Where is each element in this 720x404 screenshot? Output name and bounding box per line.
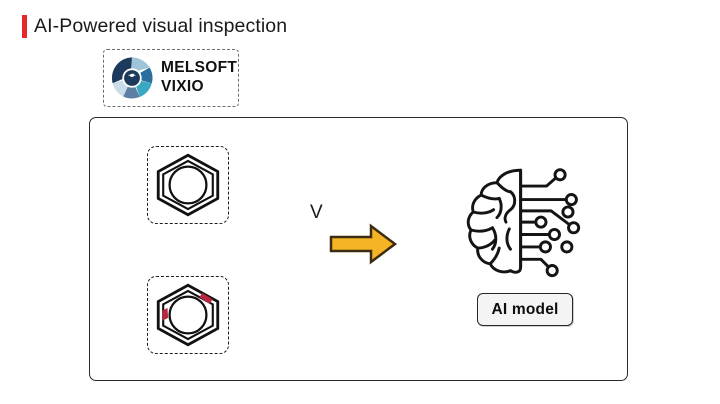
melsoft-vixio-logo-badge: MELSOFT VIXIO [103,49,239,107]
right-arrow-icon [329,223,397,265]
v-marker-label: V [310,202,323,223]
aperture-eye-icon [111,57,153,99]
hex-nut-icon [156,153,220,217]
ai-brain-circuit-icon [466,168,581,278]
defect-mark-left [162,307,169,321]
page-title: AI-Powered visual inspection [34,15,288,37]
sample-tile-good [147,146,229,224]
title-accent-bar [22,15,27,38]
hex-nut-defect-icon [156,283,220,347]
logo-line-2: VIXIO [161,78,204,95]
ai-model-label: AI model [491,300,559,318]
defect-mark-upper-right [199,293,213,304]
logo-line-1: MELSOFT [161,59,238,77]
sample-tile-defective [147,276,229,354]
logo-wordmark: MELSOFT VIXIO [161,59,237,97]
ai-model-chip: AI model [477,293,573,326]
page-title-row: AI-Powered visual inspection [22,15,287,38]
diagram-panel: V [89,117,628,381]
